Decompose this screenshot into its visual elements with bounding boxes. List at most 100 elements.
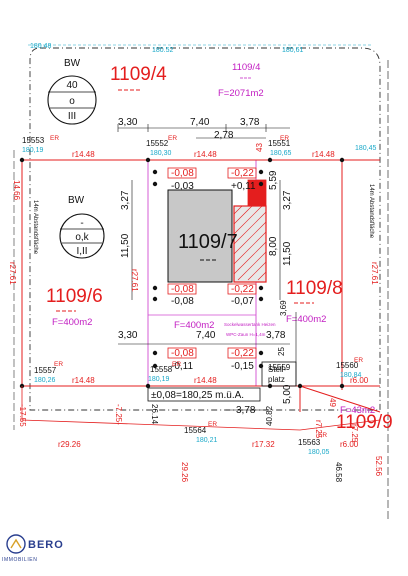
radius-f: r27.61 <box>130 269 139 292</box>
parcel-area-west: F=400m2 <box>52 317 92 328</box>
survey-15563-h: 180,05 <box>308 449 330 456</box>
survey-180-45: 180,45 <box>355 145 377 152</box>
note-tank: Sockelwassertank Heizen <box>224 322 276 327</box>
parcel-id-east: 1109/8 <box>286 278 343 299</box>
radius-m: r7.25 <box>314 420 323 439</box>
svg-text:-0,11: -0,11 <box>171 361 193 372</box>
parcel-id-center: 1109/7 <box>178 231 238 253</box>
svg-text:ER: ER <box>54 361 63 368</box>
svg-text:ER: ER <box>208 421 217 428</box>
survey-15557: 15557 <box>34 366 57 375</box>
survey-180-61: 180,61 <box>282 47 304 54</box>
dim-559: 5,59 <box>268 170 279 190</box>
elevation-nw: -0,08 -0,03 <box>167 167 197 192</box>
survey-15552: 15552 <box>146 139 169 148</box>
svg-text:-0,15: -0,15 <box>231 361 254 372</box>
svg-text:ER: ER <box>318 432 327 439</box>
parcel-area-east: F=400m2 <box>286 314 326 325</box>
survey-15559: 15559 <box>268 363 291 372</box>
buffer-label-right: 14m Abstandsfläche <box>368 184 374 239</box>
radius-n: r7.25 <box>350 424 359 443</box>
dim-25: 25 <box>277 347 286 356</box>
dim-1150-left: 11,50 <box>120 233 131 258</box>
length-46-58: 46.58 <box>334 462 343 483</box>
plot-boundary <box>29 47 381 411</box>
zoning-label-west: BW <box>68 195 85 206</box>
dim-330-top: 3,30 <box>118 117 138 128</box>
svg-text:-0,08: -0,08 <box>171 296 194 307</box>
length-7-25: -7.25- <box>114 404 123 425</box>
survey-15553-h: 180,19 <box>22 147 44 154</box>
survey-15564-h: 180,21 <box>196 437 218 444</box>
er-markers: ER ER ER ER ER ER ER ER <box>50 135 363 439</box>
svg-text:-0,22: -0,22 <box>231 284 254 295</box>
survey-15552-h: 180,30 <box>150 150 172 157</box>
garage-building <box>233 205 267 283</box>
dim-327-left: 3,27 <box>120 190 131 210</box>
svg-text:ER: ER <box>172 361 181 368</box>
svg-text:-0,07: -0,07 <box>231 296 254 307</box>
dim-378-top: 3,78 <box>240 117 260 128</box>
svg-text:ER: ER <box>280 135 289 142</box>
parcel-southeast-boundary <box>299 385 381 413</box>
elevation-sw: -0,08 -0,08 <box>167 283 197 307</box>
note-fence: WPC-Zaun H=1,4m <box>226 332 266 337</box>
dim-43: 43 <box>255 143 264 152</box>
dim-278: 2,78 <box>214 130 234 141</box>
parcel-id-west: 1109/6 <box>46 286 103 307</box>
dim-378-bot: 3,78 <box>266 330 286 341</box>
length-26-14: 26.14 <box>150 404 159 425</box>
radius-k: r6.00 <box>350 376 369 385</box>
radius-e: r14.48 <box>194 376 217 385</box>
garage-red-block <box>247 179 267 207</box>
elevation-reference: ±0,08=180,25 m.ü.A. <box>151 390 244 401</box>
lower-parcel-outline <box>21 386 381 431</box>
length-52-56: 52.56 <box>374 456 383 477</box>
elevation-lower-west: -0,08 -0,11 <box>167 347 197 372</box>
length-49: 49 <box>328 398 337 407</box>
survey-15553: 15553 <box>22 136 45 145</box>
svg-text:ER: ER <box>50 135 59 142</box>
survey-15564: 15564 <box>184 426 207 435</box>
svg-text:ER: ER <box>354 357 363 364</box>
main-building <box>167 189 233 283</box>
dim-369: 3,69 <box>279 300 288 316</box>
radius-l: r6.00 <box>340 440 359 449</box>
svg-text:o: o <box>69 96 75 107</box>
elevation-ne: -0,22 +0,11 <box>227 167 257 192</box>
radius-b: r14.48 <box>194 150 217 159</box>
parcel-area-id-north: 1109/4 <box>232 62 260 73</box>
survey-180-48: 180,48 <box>30 43 52 50</box>
dim-1150-right: 11,50 <box>282 241 293 266</box>
svg-text:-0,22: -0,22 <box>231 348 254 359</box>
logo-name: BERO <box>28 539 64 551</box>
elevation-lower-east: -0,22 -0,15 <box>227 347 257 372</box>
svg-text:o,k: o,k <box>75 232 89 243</box>
svg-text:-0,08: -0,08 <box>171 284 194 295</box>
svg-text:-0,22: -0,22 <box>231 168 254 179</box>
survey-15560-h: 180,84 <box>340 372 362 379</box>
dimension-lines <box>117 124 297 411</box>
svg-text:ER: ER <box>168 135 177 142</box>
length-29-26: 29.26 <box>180 462 189 483</box>
dim-330-bot: 3,30 <box>118 330 138 341</box>
dim-740-top: 7,40 <box>190 117 210 128</box>
svg-text:-0,08: -0,08 <box>171 348 194 359</box>
parking-label-1: Stell- <box>268 365 287 374</box>
radius-i: r29.26 <box>58 440 81 449</box>
dim-500: 5,00 <box>282 384 293 404</box>
buffer-label-left: 14m Abstandsfläche <box>32 200 38 255</box>
elevation-se: -0,22 -0,07 <box>227 283 257 307</box>
radius-c: r14.48 <box>312 150 335 159</box>
dim-740-bot: 7,40 <box>196 330 216 341</box>
svg-text:40: 40 <box>66 80 78 91</box>
parcel-area-center: F=400m2 <box>174 320 214 331</box>
svg-text:-: - <box>80 218 83 229</box>
svg-text:III: III <box>68 111 76 122</box>
parcel-area-southeast: F=43m2 <box>340 405 375 416</box>
radius-a: r14.48 <box>72 150 95 159</box>
svg-text:-0,08: -0,08 <box>171 168 194 179</box>
parcel-id-north: 1109/4 <box>110 64 167 85</box>
length-17-55: -17.55 <box>18 404 27 427</box>
